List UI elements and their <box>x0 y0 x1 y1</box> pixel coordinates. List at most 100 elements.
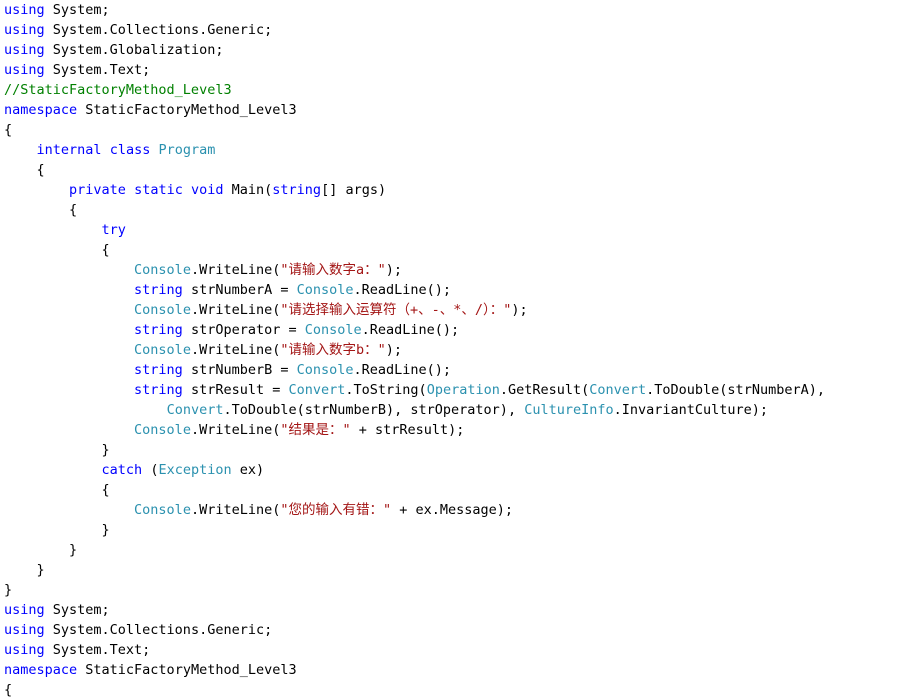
text-token: ); <box>385 342 403 358</box>
type-token: Convert <box>166 402 224 418</box>
keyword-token: using <box>4 2 45 18</box>
text-token: } <box>4 562 45 578</box>
type-token: Console <box>134 302 191 318</box>
text-token <box>126 182 134 198</box>
type-token: Console <box>134 262 191 278</box>
keyword-token: using <box>4 622 45 638</box>
code-line[interactable]: try <box>4 220 126 240</box>
text-token <box>4 422 134 438</box>
text-token: .GetResult( <box>499 382 590 398</box>
text-token: + strResult); <box>350 422 465 438</box>
type-token: Console <box>304 322 362 338</box>
string-token: "请选择输入运算符（+、-、*、/）：" <box>280 302 512 318</box>
code-line[interactable]: using System.Text; <box>4 640 150 660</box>
code-line[interactable]: namespace StaticFactoryMethod_Level3 <box>4 100 297 120</box>
text-token: .WriteLine( <box>190 262 281 278</box>
code-line[interactable]: string strOperator = Console.ReadLine(); <box>4 320 459 340</box>
code-line[interactable]: Console.WriteLine("您的输入有错：" + ex.Message… <box>4 500 513 520</box>
comment-token: //StaticFactoryMethod_Level3 <box>4 82 232 98</box>
code-line[interactable]: Console.WriteLine("请输入数字b："); <box>4 340 402 360</box>
code-line[interactable]: using System; <box>4 0 110 20</box>
keyword-token: private <box>69 182 126 198</box>
text-token: StaticFactoryMethod_Level3 <box>77 102 297 118</box>
code-line[interactable]: using System; <box>4 600 110 620</box>
code-line[interactable]: Console.WriteLine("结果是：" + strResult); <box>4 420 464 440</box>
text-token <box>4 462 102 478</box>
text-token: ); <box>511 302 528 318</box>
text-token: System.Collections.Generic; <box>44 22 273 38</box>
code-line[interactable]: using System.Collections.Generic; <box>4 20 272 40</box>
text-token: Main( <box>223 182 273 198</box>
code-line[interactable]: { <box>4 480 110 500</box>
code-line[interactable]: { <box>4 680 12 699</box>
text-token <box>4 342 134 358</box>
keyword-token: using <box>4 62 45 78</box>
text-token: .WriteLine( <box>190 502 281 518</box>
text-token <box>4 282 134 298</box>
text-token: .ReadLine(); <box>353 282 452 298</box>
text-token: System.Text; <box>44 642 151 658</box>
code-line[interactable]: Convert.ToDouble(strNumberB), strOperato… <box>4 400 768 420</box>
text-token: ( <box>142 462 159 478</box>
code-line[interactable]: string strResult = Convert.ToString(Oper… <box>4 380 825 400</box>
code-line[interactable]: { <box>4 240 110 260</box>
code-line[interactable]: namespace StaticFactoryMethod_Level3 <box>4 660 297 680</box>
text-token <box>183 182 191 198</box>
code-line[interactable]: //StaticFactoryMethod_Level3 <box>4 80 232 100</box>
type-token: Console <box>134 422 191 438</box>
text-token <box>4 382 134 398</box>
code-line[interactable]: } <box>4 520 110 540</box>
text-token: strOperator = <box>182 322 305 338</box>
code-line[interactable]: catch (Exception ex) <box>4 460 265 480</box>
keyword-token: namespace <box>4 102 78 118</box>
text-token: + ex.Message); <box>391 502 514 518</box>
keyword-token: string <box>134 282 183 298</box>
code-line[interactable]: string strNumberA = Console.ReadLine(); <box>4 280 451 300</box>
code-line[interactable]: } <box>4 560 45 580</box>
keyword-token: using <box>4 602 45 618</box>
code-line[interactable]: { <box>4 200 77 220</box>
string-token: "结果是：" <box>280 422 351 438</box>
text-token <box>4 222 102 238</box>
text-token <box>4 302 134 318</box>
text-token: .ReadLine(); <box>353 362 452 378</box>
keyword-token: class <box>109 142 151 158</box>
text-token <box>4 402 167 418</box>
text-token: strResult = <box>182 382 289 398</box>
code-line[interactable]: string strNumberB = Console.ReadLine(); <box>4 360 451 380</box>
code-line[interactable]: { <box>4 120 12 140</box>
keyword-token: using <box>4 42 45 58</box>
code-line[interactable]: Console.WriteLine("请选择输入运算符（+、-、*、/）："); <box>4 300 528 320</box>
keyword-token: static <box>134 182 183 198</box>
keyword-token: using <box>4 22 45 38</box>
text-token: .WriteLine( <box>190 342 281 358</box>
code-line[interactable]: using System.Globalization; <box>4 40 223 60</box>
keyword-token: namespace <box>4 662 78 678</box>
code-line[interactable]: } <box>4 540 77 560</box>
code-line[interactable]: } <box>4 440 110 460</box>
text-token: System.Text; <box>44 62 151 78</box>
text-token: System; <box>44 602 110 618</box>
code-line[interactable]: internal class Program <box>4 140 216 160</box>
text-token: ex) <box>231 462 265 478</box>
code-line[interactable]: private static void Main(string[] args) <box>4 180 386 200</box>
code-line[interactable]: { <box>4 160 45 180</box>
code-line[interactable]: using System.Collections.Generic; <box>4 620 272 640</box>
text-token: System; <box>44 2 110 18</box>
text-token: { <box>4 242 110 258</box>
keyword-token: try <box>101 222 126 238</box>
code-line[interactable]: using System.Text; <box>4 60 150 80</box>
text-token: strNumberA = <box>182 282 297 298</box>
code-line[interactable]: } <box>4 580 12 600</box>
type-token: Console <box>134 342 191 358</box>
text-token <box>4 142 37 158</box>
text-token: ); <box>385 262 403 278</box>
type-token: Exception <box>158 462 232 478</box>
string-token: "请输入数字a：" <box>280 262 386 278</box>
text-token <box>4 362 134 378</box>
text-token: strNumberB = <box>182 362 297 378</box>
code-line[interactable]: Console.WriteLine("请输入数字a："); <box>4 260 402 280</box>
type-token: Convert <box>288 382 346 398</box>
string-token: "您的输入有错：" <box>280 502 392 518</box>
